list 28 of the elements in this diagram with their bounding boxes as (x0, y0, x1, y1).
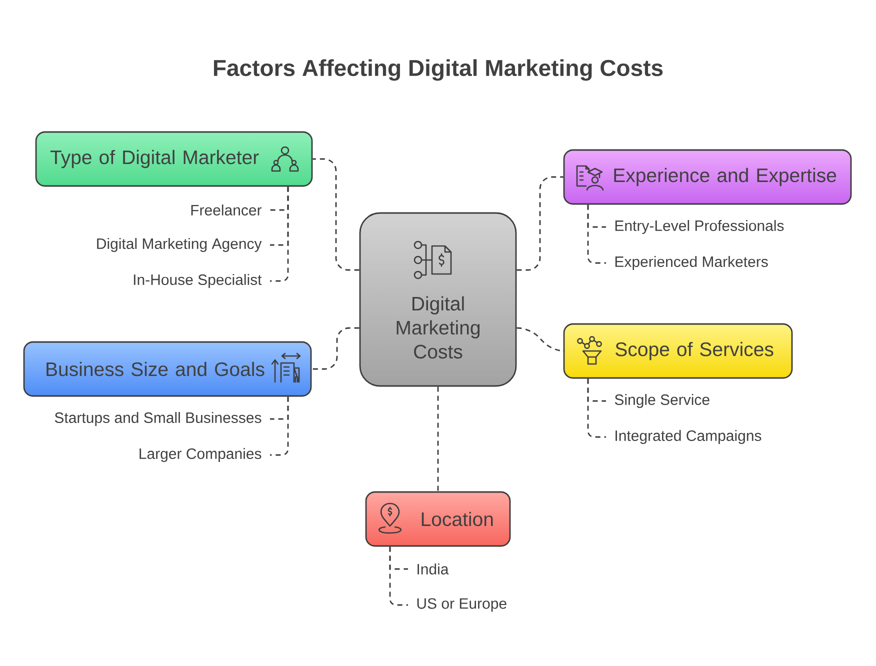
category-box: Scope of Services (563, 323, 793, 379)
branch-label: Larger Companies (140, 448, 262, 462)
connector (516, 176, 564, 271)
title: Factors Affecting Digital Marketing Costs (214, 59, 663, 81)
connector (587, 378, 606, 438)
hub-box: Digital Marketing Costs (359, 212, 517, 387)
branch-label: Startups and Small Businesses (54, 412, 262, 426)
branch-label: Single Service (614, 394, 710, 408)
connector (312, 158, 360, 271)
category-box: Business Size and Goals (23, 341, 312, 397)
branch-label: Integrated Campaigns (616, 430, 762, 444)
connector (389, 546, 408, 606)
connector (587, 204, 606, 264)
branch-label: India (418, 563, 449, 574)
branch-label: Digital Marketing Agency (97, 238, 262, 252)
branch-label: Freelancer (191, 204, 262, 216)
branch-label: Experienced Marketers (615, 256, 768, 270)
connector (437, 386, 439, 492)
connector (270, 396, 289, 456)
connector (516, 327, 565, 352)
category-box: Type of Digital Marketer (35, 131, 313, 187)
connector (270, 186, 289, 282)
connector (312, 327, 360, 370)
branch-label: In-House Specialist (134, 274, 262, 288)
category-box: Experience and Expertise (563, 149, 852, 205)
branch-label: Entry-Level Professionals (615, 220, 784, 234)
category-box: Location (365, 491, 511, 547)
branch-label: US or Europe (417, 598, 506, 612)
